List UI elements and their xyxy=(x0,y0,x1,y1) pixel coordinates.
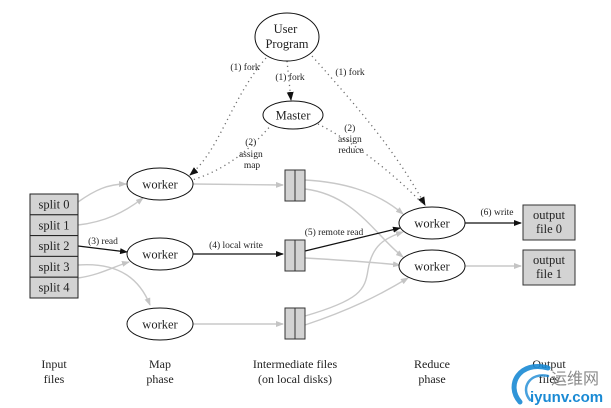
user-program-label: User Program xyxy=(265,22,308,51)
reduce-worker-1: worker xyxy=(398,206,466,240)
worker-label: worker xyxy=(142,318,178,332)
output-file-label: output xyxy=(533,208,565,222)
intermediate-file-2 xyxy=(284,239,306,272)
label-fork-right: (1) fork xyxy=(335,67,365,78)
map-worker-2: worker xyxy=(126,237,194,271)
user-program-line2: Program xyxy=(265,37,308,51)
edge-split0-worker1 xyxy=(77,181,127,203)
master-label: Master xyxy=(276,109,312,123)
edge-file3-reducer1 xyxy=(304,231,404,317)
worker-label: worker xyxy=(414,260,450,274)
edge-file1-reducer1 xyxy=(304,179,404,215)
edge-split4-worker2 xyxy=(77,261,130,279)
edge-file1-reducer2 xyxy=(304,188,404,258)
light-edges xyxy=(77,179,522,327)
dotted-edges xyxy=(189,55,426,206)
output-file-label: file 1 xyxy=(536,267,562,281)
label-read: (3) read xyxy=(88,236,118,247)
watermark-swoosh-icon xyxy=(511,364,551,405)
master-node: Master xyxy=(262,100,324,130)
intermediate-files xyxy=(284,169,306,340)
caption-line: files xyxy=(44,372,65,386)
phase-caption-2: Intermediate files(on local disks) xyxy=(253,357,338,386)
split-3: split 3 xyxy=(29,255,79,278)
edge-file2-reducer1 xyxy=(304,226,401,252)
label-local-write: (4) local write xyxy=(209,240,263,251)
edge-split1-worker1 xyxy=(77,197,144,226)
label-write: (6) write xyxy=(481,207,514,218)
watermark-cn-text: 运维网 xyxy=(551,370,599,388)
split-1: split 1 xyxy=(29,214,79,237)
caption-line: (on local disks) xyxy=(258,372,332,386)
edge-fork-reducer1 xyxy=(311,55,426,206)
edge-file2-reducer2 xyxy=(304,257,401,268)
caption-line: Input xyxy=(41,357,67,371)
split-label: split 3 xyxy=(39,260,70,274)
label-fork-left: (1) fork xyxy=(230,62,260,73)
label-fork-center: (1) fork xyxy=(275,72,305,83)
split-label: split 0 xyxy=(39,198,70,212)
intermediate-file-1 xyxy=(284,169,306,202)
watermark-url-text: iyunv.com xyxy=(530,389,603,406)
caption-line: Intermediate files xyxy=(253,357,338,371)
edge-worker1-file1 xyxy=(192,181,284,188)
map-workers: worker worker worker xyxy=(126,167,194,341)
label-assign-reduce: (2) assign reduce xyxy=(338,123,364,156)
caption-line: phase xyxy=(146,372,173,386)
split-label: split 4 xyxy=(39,281,71,295)
split-2: split 2 xyxy=(29,235,79,257)
watermark: 运维网 iyunv.com xyxy=(511,364,603,406)
split-0: split 0 xyxy=(29,193,79,216)
intermediate-file-3 xyxy=(284,307,306,340)
caption-line: Reduce xyxy=(414,357,450,371)
dark-edges xyxy=(77,220,522,257)
edge-assign-reduce xyxy=(317,123,424,205)
user-program-node: User Program xyxy=(254,12,320,62)
edge-fork-master xyxy=(286,60,294,101)
output-file-label: file 0 xyxy=(536,222,562,236)
worker-label: worker xyxy=(142,248,178,262)
label-assign-map: (2) assign map xyxy=(239,137,265,171)
map-worker-1: worker xyxy=(126,167,194,201)
caption-line: phase xyxy=(418,372,445,386)
split-label: split 1 xyxy=(39,218,70,232)
edge-assign-map xyxy=(191,123,273,181)
worker-label: worker xyxy=(142,178,178,192)
input-splits: split 0 split 1 split 2 split 3 split 4 xyxy=(29,193,79,299)
edge-split2-worker2 xyxy=(77,245,128,255)
edge-file3-reducer2 xyxy=(304,277,409,326)
reduce-workers: worker worker xyxy=(398,206,466,283)
map-worker-3: worker xyxy=(126,307,194,341)
split-label: split 2 xyxy=(39,239,70,253)
split-4: split 4 xyxy=(29,276,79,299)
edge-split3-worker3 xyxy=(77,264,151,306)
user-program-line1: User xyxy=(274,22,298,36)
watermark-swoosh-inner-icon xyxy=(524,374,550,402)
worker-label: worker xyxy=(414,217,450,231)
caption-line: Map xyxy=(149,357,171,371)
reduce-worker-2: worker xyxy=(398,249,466,283)
output-file-label: output xyxy=(533,253,565,267)
label-remote-read: (5) remote read xyxy=(305,227,364,238)
